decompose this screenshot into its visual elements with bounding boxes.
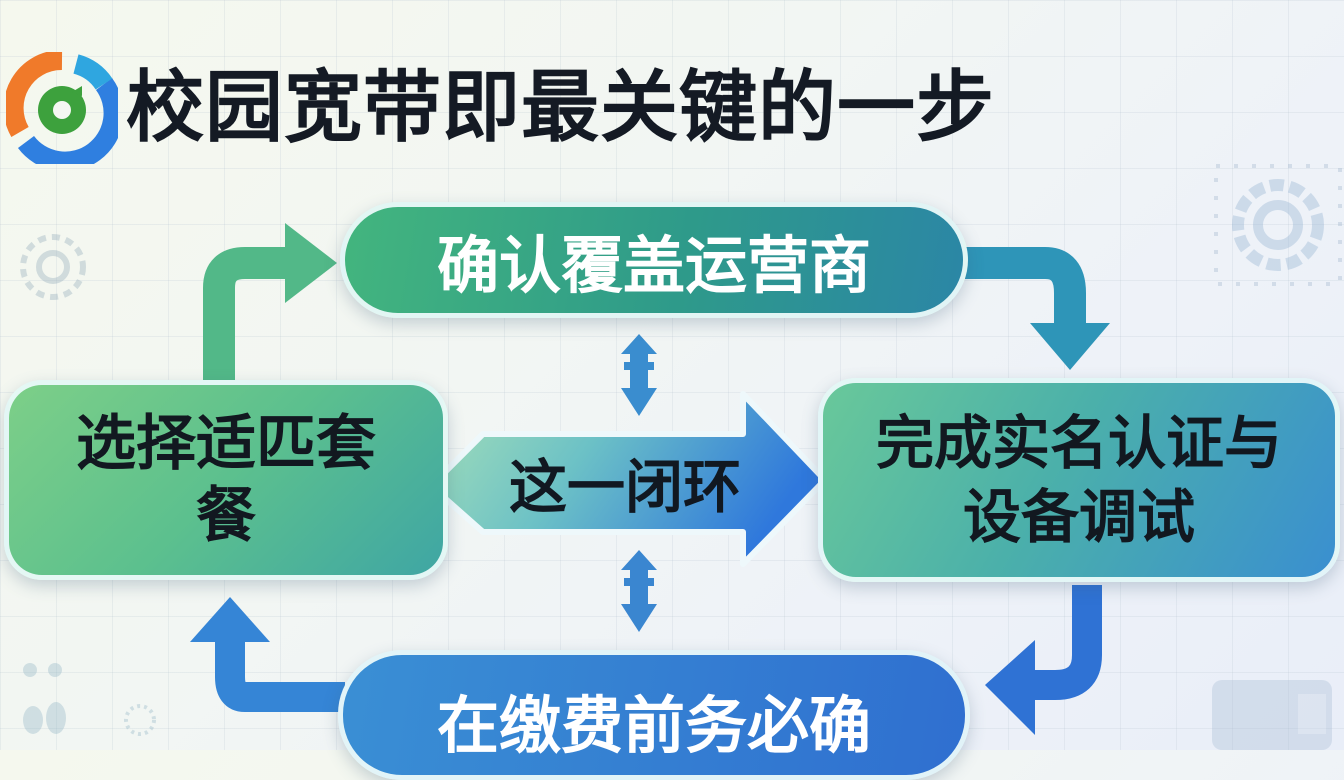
step-verify-and-setup[interactable]: 完成实名认证与 设备调试 <box>818 378 1340 582</box>
brand-logo-icon <box>6 52 118 164</box>
double-arrow-up-down-icon <box>621 550 657 632</box>
step-label: 确认覆盖运营商 <box>436 229 871 302</box>
gear-decoration-icon <box>1214 164 1342 286</box>
step-choose-plan[interactable]: 选择适匹套 餐 <box>4 380 448 580</box>
step-label: 在缴费前务必确 <box>436 689 871 762</box>
step-label-line1: 完成实名认证与 <box>875 409 1282 477</box>
device-decoration-icon <box>1212 680 1332 750</box>
arrow-right-to-bottom-icon <box>985 585 1102 735</box>
center-loop-label: 这一闭环 <box>508 453 741 521</box>
step-confirm-before-payment[interactable]: 在缴费前务必确 <box>338 650 970 780</box>
step-confirm-operator[interactable]: 确认覆盖运营商 <box>340 202 968 318</box>
arrow-left-to-top-icon <box>203 223 337 383</box>
step-label-line1: 选择适匹套 <box>76 409 376 479</box>
circuit-decoration-icon <box>23 663 156 736</box>
step-label-line2: 设备调试 <box>962 483 1195 551</box>
gear-decoration-icon <box>20 234 86 300</box>
page-title: 校园宽带即最关键的一步 <box>126 63 996 153</box>
arrow-bottom-to-left-icon <box>190 597 345 712</box>
header: 校园宽带即最关键的一步 <box>6 52 995 164</box>
arrow-top-to-right-icon <box>965 247 1110 370</box>
step-label-line2: 餐 <box>196 481 256 551</box>
double-arrow-up-down-icon <box>621 334 657 416</box>
